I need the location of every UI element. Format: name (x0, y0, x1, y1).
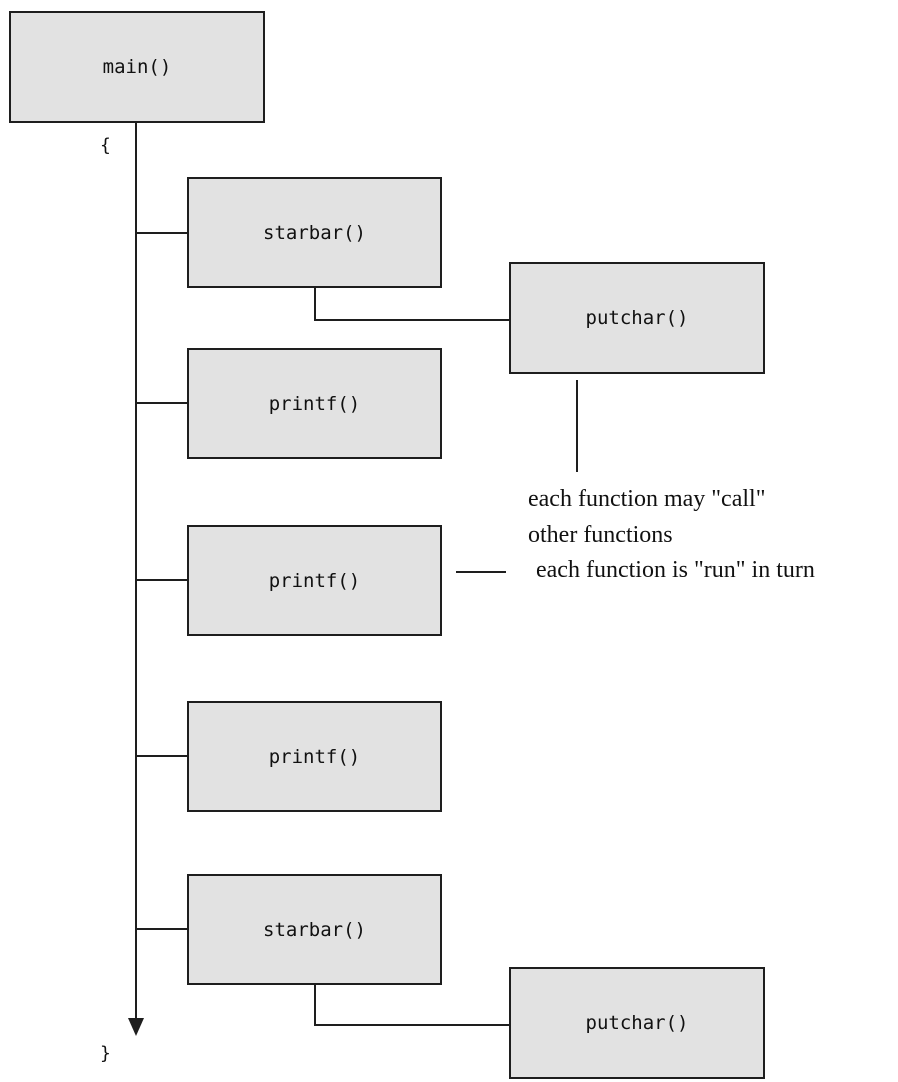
subcall-line-putchar-1 (314, 287, 510, 321)
starbar-call-box-1: starbar() (187, 177, 442, 288)
main-function-box: main() (9, 11, 265, 123)
printf-call-label-1: printf() (268, 392, 361, 415)
putchar-call-box-2: putchar() (509, 967, 765, 1079)
putchar-call-label-2: putchar() (585, 1012, 689, 1034)
open-brace: { (100, 135, 111, 156)
call-note-line-2: other functions (528, 522, 673, 548)
run-note: each function is "run" in turn (536, 557, 815, 583)
main-function-label: main() (102, 56, 172, 78)
call-note-line-1: each function may "call" (528, 486, 766, 512)
starbar-call-label-1: starbar() (263, 221, 366, 244)
printf-call-label-3: printf() (268, 745, 361, 768)
printf-call-label-2: printf() (268, 569, 361, 592)
subcall-line-putchar-2 (314, 985, 510, 1026)
starbar-call-box-2: starbar() (187, 874, 442, 985)
putchar-call-label-1: putchar() (585, 307, 689, 329)
putchar-call-box-1: putchar() (509, 262, 765, 374)
close-brace: } (100, 1043, 111, 1064)
starbar-call-label-2: starbar() (263, 918, 366, 941)
timeline-arrowhead (128, 1018, 144, 1036)
printf-call-box-2: printf() (187, 525, 442, 636)
printf-call-box-1: printf() (187, 348, 442, 459)
printf-call-box-3: printf() (187, 701, 442, 812)
